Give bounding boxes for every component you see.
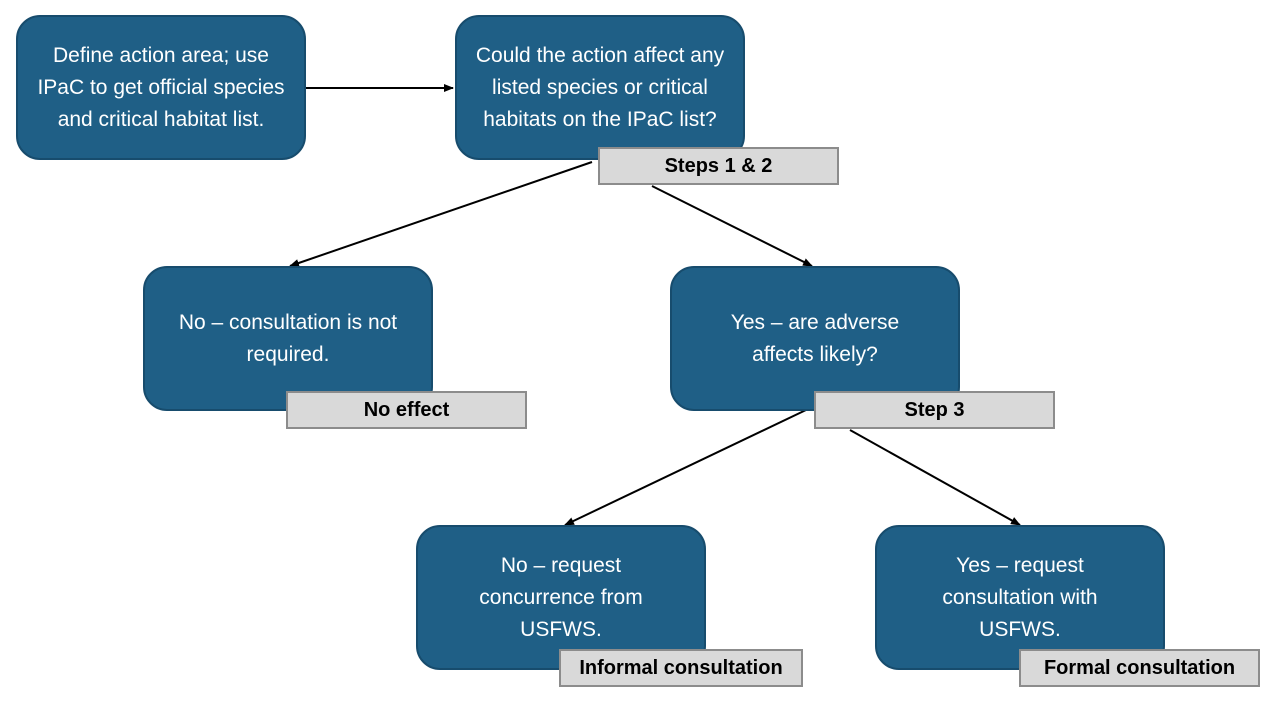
no-request-concurrence-text: No – request concurrence from USFWS. xyxy=(479,553,643,641)
could-action-affect-text: Could the action affect any listed speci… xyxy=(475,43,725,131)
define-action-area-text: Define action area; use IPaC to get offi… xyxy=(37,43,285,131)
define-action-area-box: Define action area; use IPaC to get offi… xyxy=(16,15,306,160)
no-consultation-box: No – consultation is not required. xyxy=(143,266,433,411)
arrow-yes-adverse-to-yes-request xyxy=(849,429,1021,526)
no-effect-tag: No effect xyxy=(286,391,527,429)
yes-request-consultation-box: Yes – request consultation with USFWS. xyxy=(875,525,1165,670)
formal-consultation-tag: Formal consultation xyxy=(1019,649,1260,687)
arrow-could-affect-to-no-consult xyxy=(289,161,593,267)
informal-consultation-tag: Informal consultation xyxy=(559,649,803,687)
steps-1-2-tag: Steps 1 & 2 xyxy=(598,147,839,185)
step-3-tag: Step 3 xyxy=(814,391,1055,429)
yes-adverse-text: Yes – are adverse affects likely? xyxy=(730,310,900,366)
no-consultation-text: No – consultation is not required. xyxy=(178,310,398,366)
could-action-affect-box: Could the action affect any listed speci… xyxy=(455,15,745,160)
arrow-could-affect-to-yes-adverse xyxy=(651,185,813,267)
no-request-concurrence-box: No – request concurrence from USFWS. xyxy=(416,525,706,670)
arrow-yes-adverse-to-no-request xyxy=(564,409,807,526)
yes-adverse-box: Yes – are adverse affects likely? xyxy=(670,266,960,411)
yes-request-consultation-text: Yes – request consultation with USFWS. xyxy=(942,553,1098,641)
